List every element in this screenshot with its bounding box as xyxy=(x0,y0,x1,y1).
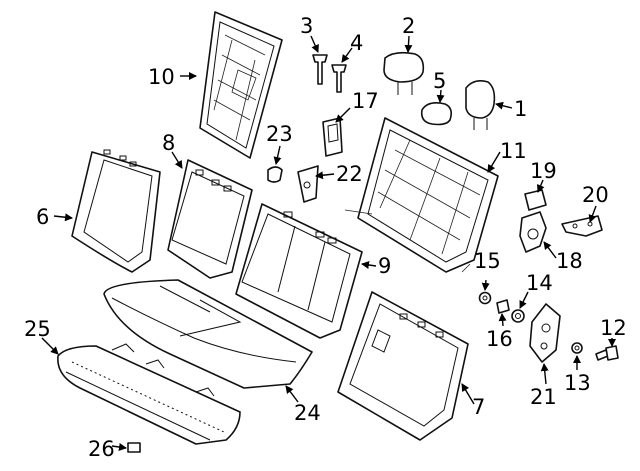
release-button-part-19 xyxy=(524,189,547,211)
callout-14: 14 xyxy=(526,271,553,295)
seatback-pad-part-8 xyxy=(167,159,253,279)
callout-1: 1 xyxy=(514,97,527,121)
leader-26 xyxy=(111,443,127,451)
seatback-cover-part-6 xyxy=(71,149,161,273)
callout-3: 3 xyxy=(300,14,313,38)
callout-6: 6 xyxy=(36,205,49,229)
callout-16: 16 xyxy=(486,327,513,351)
callout-15: 15 xyxy=(474,249,501,273)
pivot-bracket-part-21 xyxy=(529,303,561,363)
callout-9: 9 xyxy=(378,254,391,278)
headrest-part-2 xyxy=(383,51,425,95)
latch-bezel-part-17 xyxy=(322,117,343,157)
leader-6 xyxy=(53,213,73,222)
callout-10: 10 xyxy=(148,65,175,89)
headrest-cushion-part-5 xyxy=(420,102,452,126)
washer-part-15 xyxy=(478,291,492,305)
callout-8: 8 xyxy=(162,131,175,155)
leader-14 xyxy=(519,291,529,309)
bushing-part-16 xyxy=(496,299,510,314)
seat-cushion-pad-part-25 xyxy=(57,343,241,445)
nut-part-14 xyxy=(511,309,525,323)
leader-1 xyxy=(495,101,513,110)
leader-15 xyxy=(481,279,490,291)
callout-2: 2 xyxy=(402,14,415,38)
leader-22 xyxy=(315,171,335,180)
latch-assembly-part-18 xyxy=(519,211,547,253)
leader-20 xyxy=(588,205,597,223)
callout-labels: 1 2 3 4 5 6 7 8 9 10 11 12 13 14 15 16 1… xyxy=(24,14,627,461)
seatback-cover-part-7 xyxy=(337,291,469,441)
leader-17 xyxy=(335,107,351,123)
callout-12: 12 xyxy=(600,316,627,340)
seatback-frame-part-10 xyxy=(199,11,283,159)
leader-18 xyxy=(543,241,557,259)
callout-13: 13 xyxy=(564,371,591,395)
callout-20: 20 xyxy=(582,183,609,207)
headrest-part-1 xyxy=(465,80,496,130)
seatback-pad-part-9 xyxy=(235,203,363,339)
bracket-part-20 xyxy=(561,215,603,237)
bracket-part-22 xyxy=(297,165,319,203)
callout-24: 24 xyxy=(294,401,321,425)
leader-11 xyxy=(487,151,501,173)
leader-5 xyxy=(436,89,445,103)
leader-2 xyxy=(404,35,413,53)
headrest-guide-part-4 xyxy=(331,64,347,93)
callout-11: 11 xyxy=(500,139,527,163)
callout-23: 23 xyxy=(266,122,293,146)
leader-7 xyxy=(461,383,475,405)
callout-18: 18 xyxy=(556,249,583,273)
leader-4 xyxy=(341,47,353,63)
leader-lines xyxy=(41,35,616,451)
clip-part-26 xyxy=(127,442,141,453)
headrest-guide-part-3 xyxy=(312,54,328,85)
callout-17: 17 xyxy=(352,89,379,113)
bolt-part-12 xyxy=(595,345,619,361)
leader-19 xyxy=(537,179,545,193)
callout-21: 21 xyxy=(530,385,557,409)
callout-7: 7 xyxy=(472,395,485,419)
leader-24 xyxy=(285,385,299,403)
callout-25: 25 xyxy=(24,317,51,341)
leader-9 xyxy=(361,261,377,269)
leader-25 xyxy=(41,337,59,355)
leader-23 xyxy=(273,145,282,165)
leader-21 xyxy=(540,363,549,385)
cap-part-23 xyxy=(267,166,283,183)
callout-22: 22 xyxy=(336,162,363,186)
callout-19: 19 xyxy=(530,159,557,183)
callout-4: 4 xyxy=(350,31,363,55)
leader-8 xyxy=(171,151,183,169)
seatback-frame-part-11 xyxy=(344,117,499,273)
seat-cushion-cover-part-24 xyxy=(103,279,313,389)
leader-3 xyxy=(310,35,319,53)
washer-part-13 xyxy=(571,342,583,354)
callout-26: 26 xyxy=(88,437,115,461)
callout-5: 5 xyxy=(433,69,446,93)
leader-16 xyxy=(498,313,507,327)
